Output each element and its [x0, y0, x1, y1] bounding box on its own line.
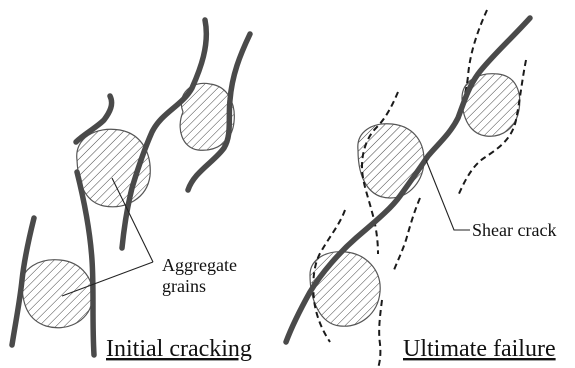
- initial-cracking-panel: Aggregate grains Initial cracking: [12, 20, 252, 362]
- ultimate-failure-caption: Ultimate failure: [403, 336, 556, 362]
- dashed-crack-lower-right: [378, 300, 382, 368]
- right-grain-bottom: [310, 252, 380, 326]
- leader-to-shear-crack: [426, 160, 470, 230]
- initial-cracking-caption: Initial cracking: [106, 336, 252, 362]
- aggregate-label-line1: Aggregate: [162, 255, 237, 275]
- right-grain-middle: [358, 124, 424, 198]
- ultimate-failure-panel: Shear crack Ultimate failure: [286, 10, 556, 368]
- dashed-crack-middle-right: [394, 198, 420, 270]
- shear-crack-label: Shear crack: [472, 220, 556, 240]
- aggregate-label-line2: grains: [162, 276, 206, 296]
- left-grain-bottom: [22, 260, 93, 328]
